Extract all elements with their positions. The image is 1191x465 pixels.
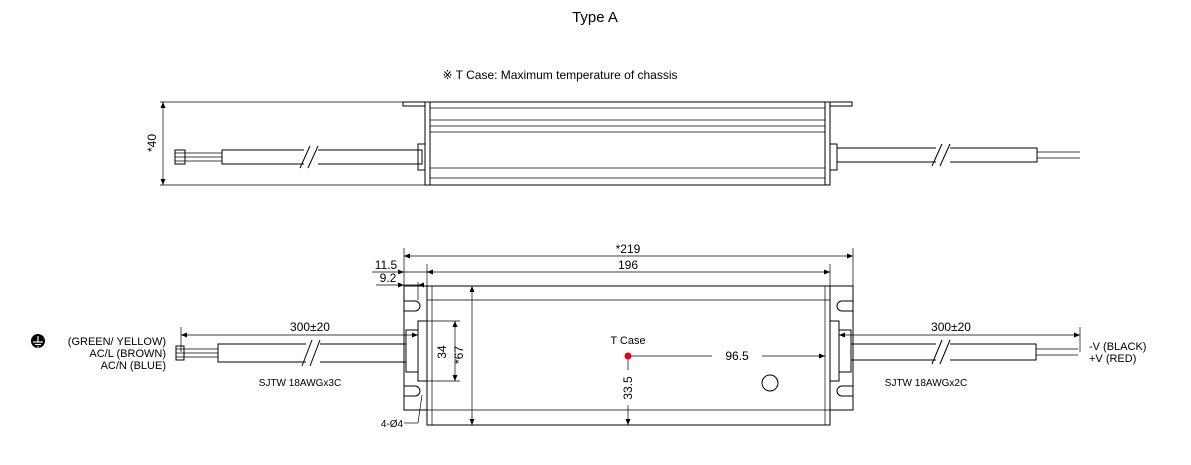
overall-length-label: *219 [616,242,641,256]
input-wire-ground: (GREEN/ YELLOW) [68,336,166,348]
output-cable-length: 300±20 [931,320,971,334]
inner-height-dimension: 34 [427,320,460,382]
earth-ground-icon [31,334,45,348]
side-housing [402,101,853,186]
outer-height-dimension: *67 [452,286,475,425]
mounting-slot [836,385,853,397]
holes-callout: 4-Ø4 [381,394,423,430]
body-length-dimension: 196 [426,258,831,300]
tcase-label: T Case [610,335,645,347]
top-housing [403,285,854,426]
input-wire-line: AC/L (BROWN) [89,348,166,360]
outer-height-label: *67 [452,346,466,364]
tcase-marker [624,352,632,360]
flange-offset-label: 11.5 [375,258,398,272]
input-cable-type: SJTW 18AWGx3C [259,378,341,389]
output-cable-type: SJTW 18AWGx2C [885,378,967,389]
drawing-title: Type A [572,9,618,26]
output-wire-positive: +V (RED) [1089,353,1136,365]
top-view: *219 196 11.5 9.2 [31,242,1146,430]
side-input-cable [174,145,423,169]
tcase-y-label: 33.5 [621,376,635,400]
mounting-slot [836,300,853,312]
side-height-label: *40 [145,134,159,152]
hole-offset-dimension: 9.2 [376,271,424,300]
inner-height-label: 34 [435,345,449,359]
side-output-cable [836,143,1080,167]
output-cable: 300±20 SJTW 18AWGx2C -V (BLACK) +V (RED) [839,320,1146,389]
mounting-slot [404,385,421,397]
output-wire-negative: -V (BLACK) [1089,341,1146,353]
mounting-slot [404,300,421,312]
tcase-x-label: 96.5 [725,349,749,363]
overall-length-dimension: *219 [403,242,854,300]
holes-label: 4-Ø4 [381,419,404,430]
input-cable-length: 300±20 [290,320,330,334]
body-length-label: 196 [618,258,638,272]
input-cable: 300±20 SJTW 18AWGx3C (GREEN/ YELLOW) AC/… [68,320,418,389]
hole-offset-label: 9.2 [380,271,397,285]
flange-offset-dimension: 11.5 [372,258,427,275]
input-wire-neutral: AC/N (BLUE) [101,360,166,372]
tcase-point: T Case 96.5 33.5 [610,335,825,425]
tcase-note: ※ T Case: Maximum temperature of chassis [442,68,677,82]
side-height-dimension: *40 [145,101,425,186]
vent-circle [761,374,779,392]
side-view: *40 [145,101,1080,186]
